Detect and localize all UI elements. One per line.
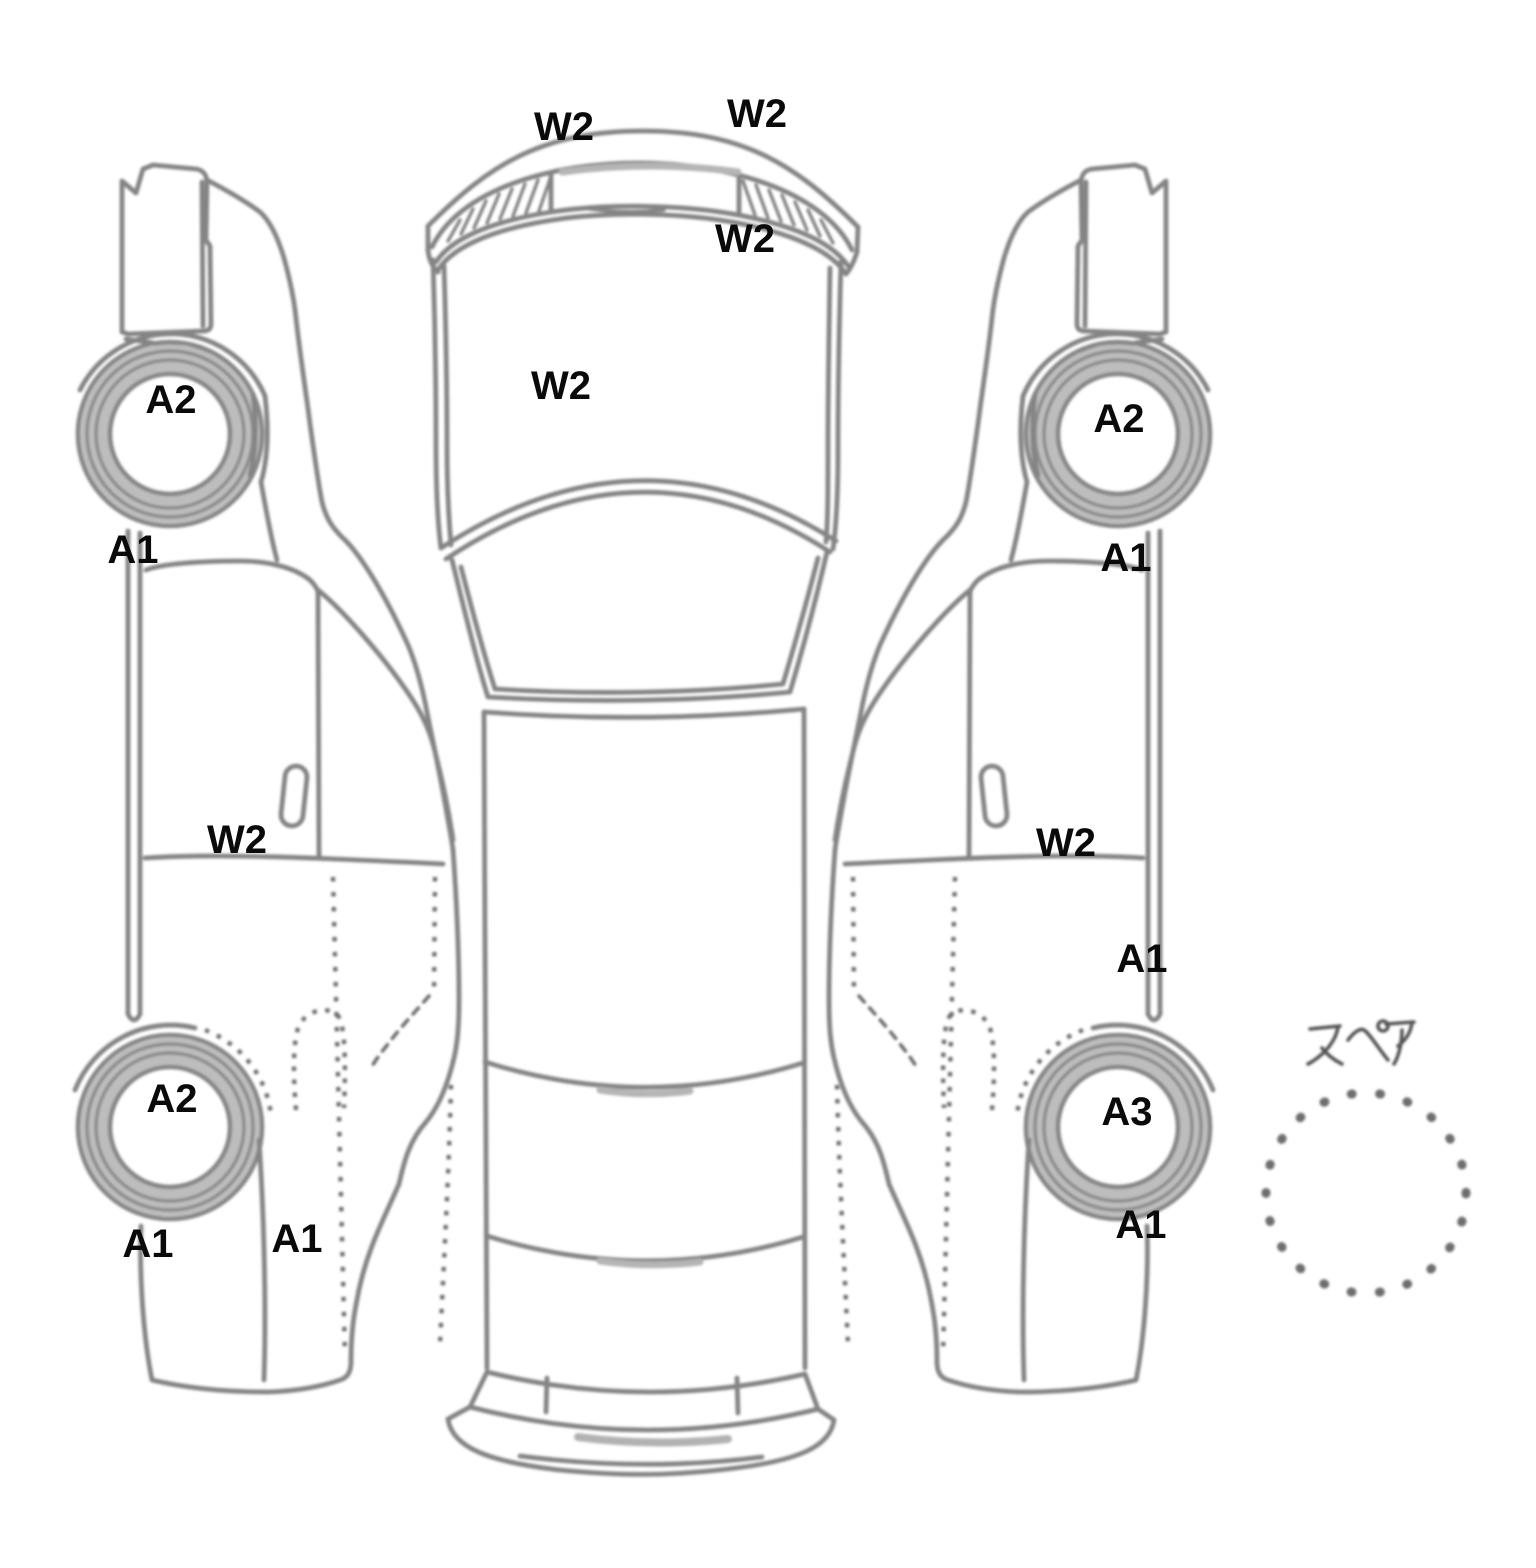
svg-text:W2: W2 xyxy=(207,818,267,862)
svg-text:A1: A1 xyxy=(1100,536,1151,580)
svg-text:W2: W2 xyxy=(715,217,775,261)
svg-text:W2: W2 xyxy=(727,92,787,136)
svg-text:A2: A2 xyxy=(1093,397,1144,441)
svg-text:A1: A1 xyxy=(1115,1203,1166,1247)
svg-text:W2: W2 xyxy=(1036,821,1096,865)
svg-text:A2: A2 xyxy=(145,378,196,422)
svg-text:A1: A1 xyxy=(1116,937,1167,981)
svg-text:A1: A1 xyxy=(122,1222,173,1266)
svg-text:A1: A1 xyxy=(271,1217,322,1261)
svg-text:W2: W2 xyxy=(531,364,591,408)
svg-text:A1: A1 xyxy=(107,528,158,572)
svg-text:A2: A2 xyxy=(146,1077,197,1121)
svg-text:W2: W2 xyxy=(534,105,594,149)
svg-text:A3: A3 xyxy=(1101,1090,1152,1134)
